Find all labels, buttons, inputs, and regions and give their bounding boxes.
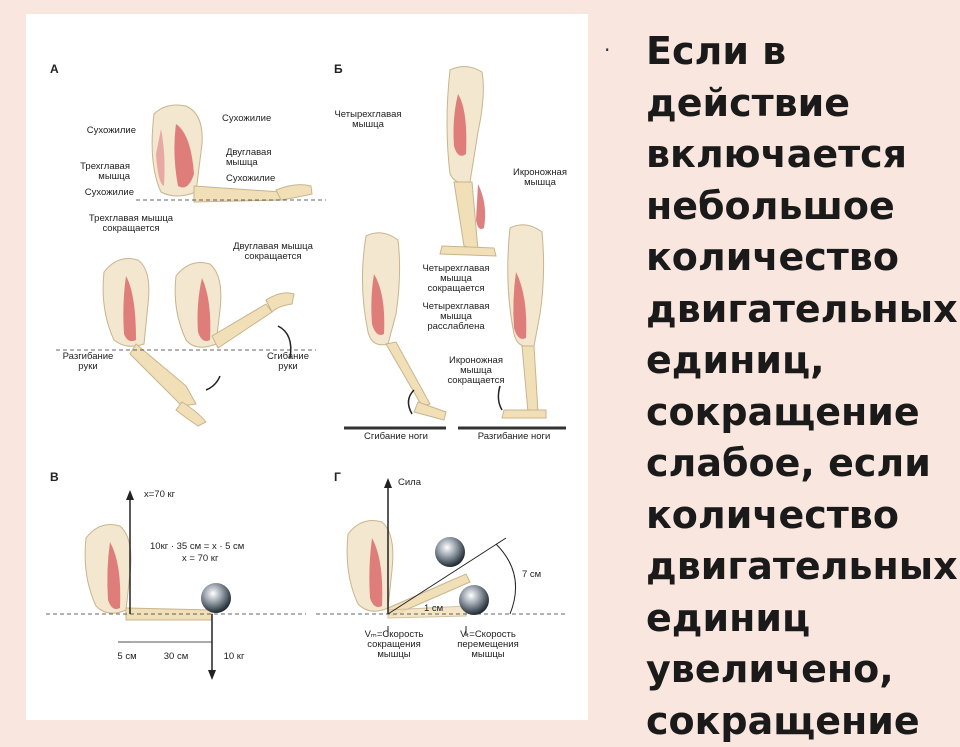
slide-body-text: Если в действие включается небольшое кол… <box>646 29 958 743</box>
label-triceps: Трехглавая мышца <box>80 161 130 182</box>
panel-g-lever <box>316 478 566 636</box>
label-leg-extension: Разгибание ноги <box>477 431 551 442</box>
label-arm-flexion: Сгибание руки <box>267 351 309 372</box>
label-quadriceps-contracts: Четырехглавая мышца сокращается <box>422 263 490 294</box>
panel-label-a: А <box>50 62 59 76</box>
anatomy-illustration <box>46 66 566 680</box>
label-velocity-muscle: Vₘ=Скорость сокращения мышцы <box>364 629 424 660</box>
label-tendon-left: Сухожилие <box>86 125 136 136</box>
panel-label-b: Б <box>334 62 343 76</box>
label-equation: 10кг · 35 см = x · 5 см <box>150 541 245 552</box>
label-solution: x = 70 кг <box>182 553 219 564</box>
panel-label-v: В <box>50 470 59 484</box>
label-tendon-right-bottom: Сухожилие <box>226 173 276 184</box>
bullet-marker: · <box>604 38 611 62</box>
label-tendon-left-bottom: Сухожилие <box>84 187 134 198</box>
panel-a-arm-top <box>136 104 326 203</box>
label-force-top: x=70 кг <box>144 489 176 500</box>
label-weight: 10 кг <box>223 651 245 662</box>
label-biceps-contracts: Двуглавая мышца сокращается <box>233 241 313 262</box>
panel-label-g: Г <box>334 470 341 484</box>
label-triceps-contracts: Трехглавая мышца сокращается <box>88 213 174 234</box>
label-biceps: Двуглавая мышца <box>226 147 272 168</box>
label-force: Сила <box>398 477 421 488</box>
label-dist-30: 30 см <box>163 651 189 662</box>
anatomy-figure: А Б В Г Сухожилие Сухожилие Двуглавая мы… <box>26 14 588 720</box>
label-tendon-right-top: Сухожилие <box>222 113 272 124</box>
panel-b-leg-top <box>439 66 497 257</box>
label-velocity-limb: Vₜ=Скорость перемещения мышцы <box>457 629 519 660</box>
label-dist-1: 1 см <box>424 603 444 614</box>
panel-a-arms-bottom <box>56 258 316 427</box>
label-gastrocnemius-contracts: Икроножная мышца сокращается <box>447 355 505 386</box>
label-dist-5: 5 см <box>117 651 137 662</box>
label-arm-extension: Разгибание руки <box>62 351 114 372</box>
label-gastrocnemius: Икроножная мышца <box>512 167 567 188</box>
panel-b-legs-bottom <box>344 224 566 430</box>
panel-v-lever <box>46 490 306 680</box>
label-quadriceps-relaxed: Четырехглавая мышца расслаблена <box>422 301 490 332</box>
label-dist-7: 7 см <box>522 569 542 580</box>
label-quadriceps: Четырехглавая мышца <box>334 109 402 130</box>
label-leg-flexion: Сгибание ноги <box>364 431 428 442</box>
